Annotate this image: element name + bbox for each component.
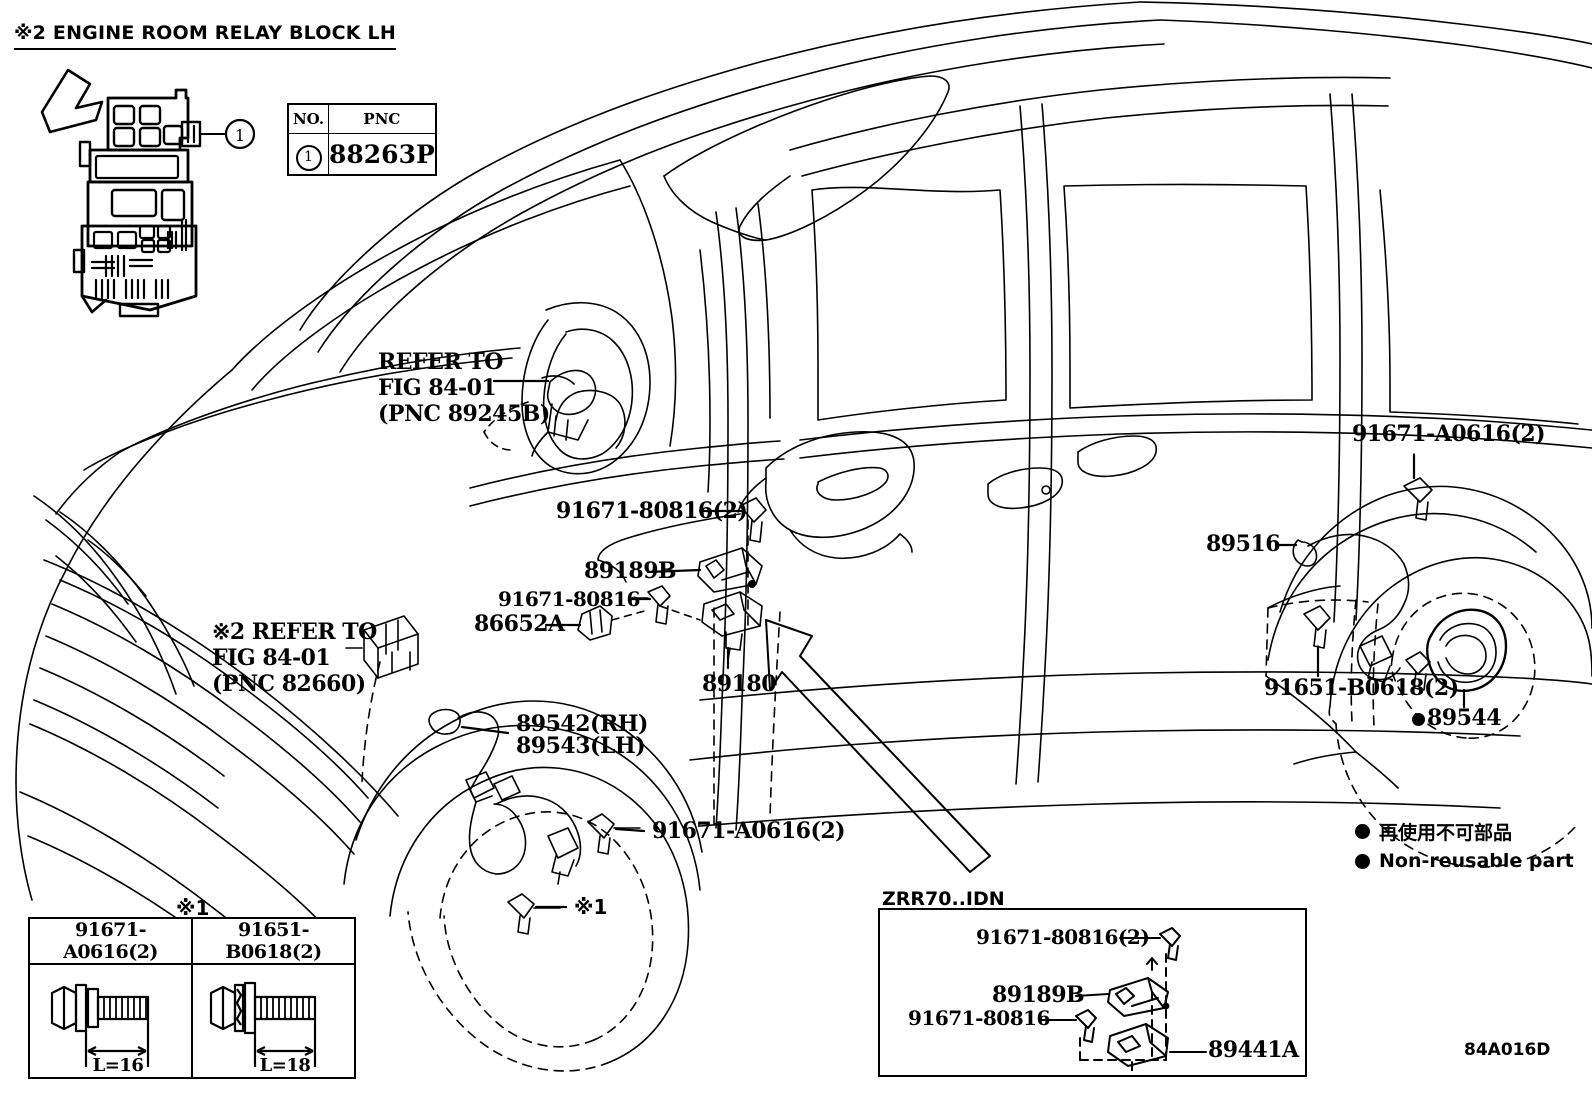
- bolt-length-2: L=18: [260, 1055, 311, 1075]
- refer2-line-1: ※2 REFER TO: [212, 619, 377, 645]
- legend-row-en: Non-reusable part: [1355, 850, 1574, 872]
- refer2-line-3: (PNC 82660): [212, 670, 366, 697]
- pnc-row-no: 1: [287, 133, 329, 176]
- refer-line-3: (PNC 89245B): [378, 400, 550, 427]
- legend-label-en: Non-reusable part: [1379, 850, 1574, 872]
- callout-sensor-89542-rh: 89542(RH): [516, 711, 648, 737]
- figure-code: 84A016D: [1464, 1040, 1551, 1060]
- callout-rotor-89544: 89544: [1412, 705, 1502, 732]
- callout-refer-fig8401-82660: ※2 REFER TO FIG 84-01 (PNC 82660): [212, 619, 377, 698]
- callout-grommet-86652a: 86652A: [474, 611, 565, 637]
- legend-row-jp: 再使用不可部品: [1355, 818, 1574, 845]
- bolt-col-1-part: 91671-A0616(2): [28, 917, 193, 965]
- inset-lineart: [1039, 927, 1207, 1071]
- refer-line-2: FIG 84-01: [378, 374, 497, 401]
- bolt-col-2-part: 91651-B0618(2): [191, 917, 356, 965]
- bolt-table-body-row: L=16: [28, 963, 356, 1079]
- inset-callout-bolt-91671-80816: 91671-80816: [908, 1006, 1050, 1030]
- callout-bolt-91671-80816: 91671-80816: [498, 587, 640, 611]
- bolt-length-1: L=16: [93, 1055, 144, 1075]
- callout-bolt-91671-a0616-2-rear: 91671-A0616(2): [1352, 421, 1546, 447]
- refer2-line-2: FIG 84-01: [212, 644, 331, 671]
- callout-sensor-89516: 89516: [1206, 531, 1281, 557]
- svg-text:1: 1: [235, 126, 245, 145]
- relay-block-detail: 1: [40, 68, 256, 318]
- refer-line-1: REFER TO: [378, 349, 503, 375]
- inset-model-code: ZRR70..IDN: [882, 888, 1005, 910]
- pnc-col-pnc: PNC: [327, 103, 437, 134]
- inset-callout-clamp-89189b: 89189B: [992, 982, 1085, 1008]
- legend-label-jp: 再使用不可部品: [1379, 822, 1513, 844]
- bolt-spec-table: 91671-A0616(2) 91651-B0618(2): [28, 917, 356, 1079]
- legend: 再使用不可部品 Non-reusable part: [1355, 818, 1574, 877]
- bolt-a0616-icon: L=16: [50, 983, 150, 1075]
- non-reusable-dot-icon: [1412, 713, 1425, 726]
- callout-bolt-91671-a0616-2-front: 91671-A0616(2): [652, 818, 846, 844]
- bolt-b0618-icon: L=18: [209, 981, 317, 1075]
- pnc-col-no: NO.: [287, 103, 329, 134]
- non-reusable-dot-icon: [1355, 853, 1370, 869]
- callout-star1-bolt-table: ※1: [176, 896, 210, 920]
- pnc-table-header-row: NO. PNC: [287, 103, 437, 134]
- callout-clamp-89189b: 89189B: [584, 558, 677, 584]
- bolt-table-header-row: 91671-A0616(2) 91651-B0618(2): [28, 917, 356, 965]
- callout-sensor-89180: 89180: [702, 671, 777, 697]
- callout-bolt-91651-b0618-2: 91651-B0618(2): [1264, 675, 1459, 701]
- pnc-row-value: 88263P: [327, 133, 437, 176]
- non-reusable-dot-icon: [1355, 824, 1370, 839]
- callout-star1-front: ※1: [574, 895, 608, 919]
- bolt-col-1-drawing: L=16: [28, 963, 193, 1079]
- callout-sensor-89543-lh: 89543(LH): [516, 733, 646, 759]
- inset-callout-bolt-91671-80816-2: 91671-80816(2): [976, 925, 1150, 949]
- bolt-col-2-drawing: L=18: [191, 963, 356, 1079]
- callout-refer-fig8401-89245b: REFER TO FIG 84-01 (PNC 89245B): [378, 349, 550, 428]
- callout-bolt-91671-80816-2: 91671-80816(2): [556, 498, 748, 524]
- callout-rotor-89544-text: 89544: [1427, 705, 1502, 731]
- page-title: ※2 ENGINE ROOM RELAY BLOCK LH: [14, 22, 396, 50]
- inset-callout-sensor-89441a: 89441A: [1208, 1037, 1299, 1063]
- pnc-table: NO. PNC 1 88263P: [287, 103, 437, 176]
- pnc-table-row: 1 88263P: [287, 133, 437, 176]
- callout-number-badge: 1: [295, 144, 322, 171]
- inset-detail-box: 91671-80816(2) 89189B 91671-80816 89441A: [878, 908, 1307, 1077]
